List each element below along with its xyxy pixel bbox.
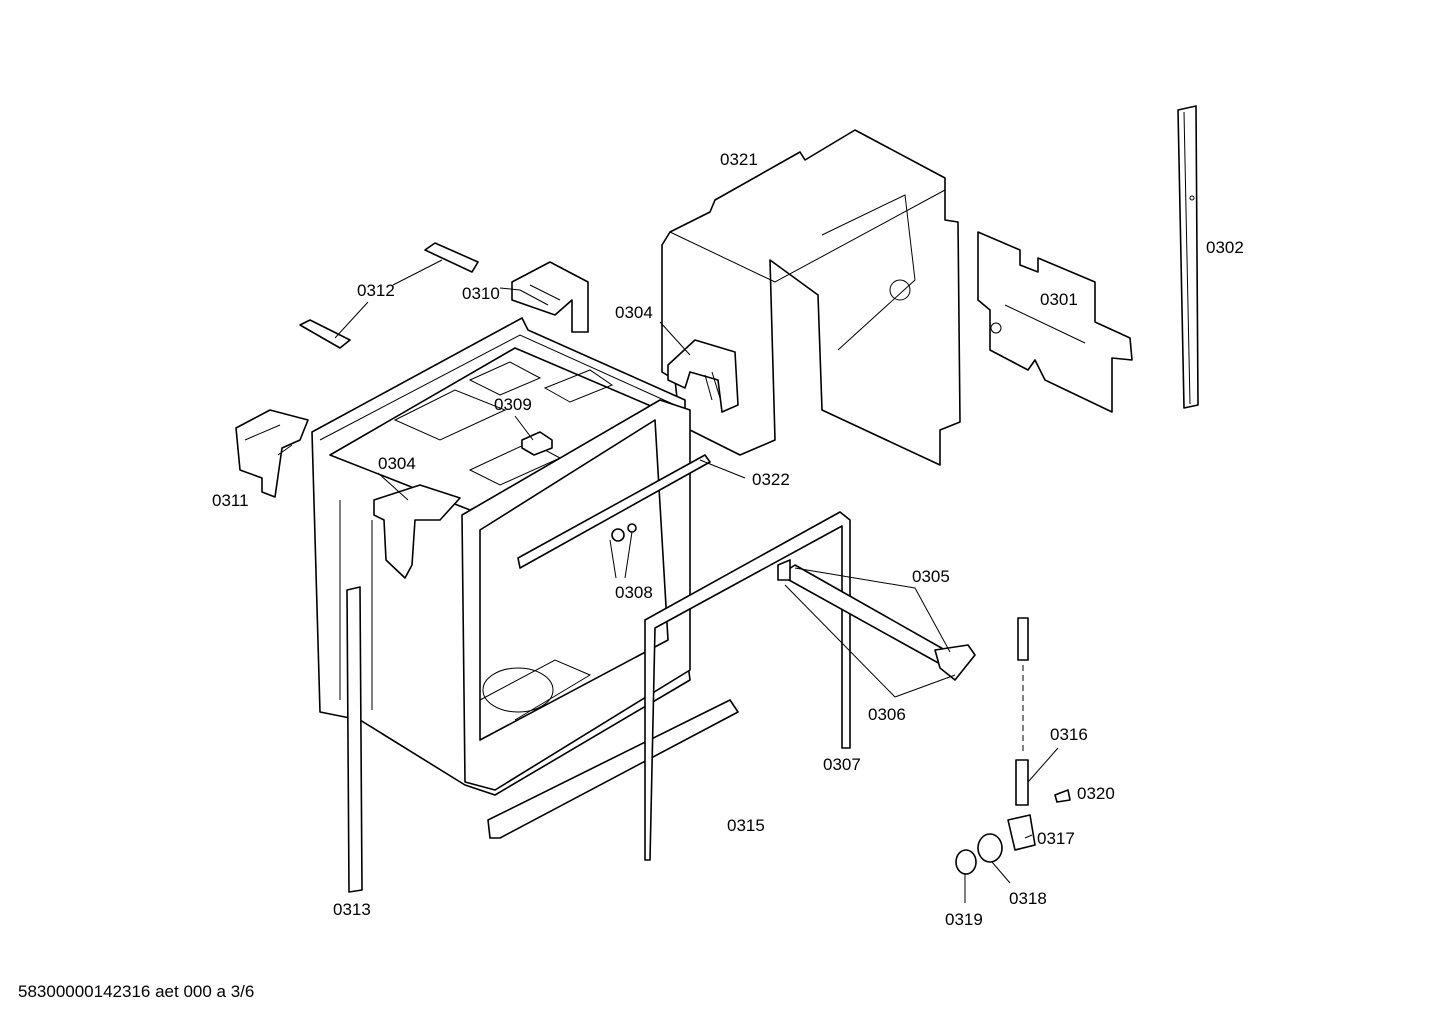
part-0319-cap <box>955 849 977 875</box>
part-0301-shield-plate <box>977 231 1133 413</box>
part-0317-elbow <box>1007 814 1036 851</box>
part-0321-insulation-panel <box>661 129 961 466</box>
label-0304-right: 0304 <box>615 303 653 322</box>
part-0309-clip <box>521 431 553 456</box>
label-0301: 0301 <box>1040 290 1078 309</box>
label-0312: 0312 <box>357 281 395 300</box>
part-0308-washers <box>611 523 637 542</box>
label-0308: 0308 <box>615 583 653 602</box>
label-0310: 0310 <box>462 284 500 303</box>
part-0313-strip <box>346 586 363 893</box>
part-tub <box>311 317 691 796</box>
part-0320-screw <box>1054 789 1071 803</box>
label-0320: 0320 <box>1077 784 1115 803</box>
label-0317: 0317 <box>1037 829 1075 848</box>
part-0312-plates <box>299 242 479 349</box>
label-0321: 0321 <box>720 150 758 169</box>
label-0316: 0316 <box>1050 725 1088 744</box>
part-0318-nut <box>977 833 1003 863</box>
part-0311-bracket <box>235 409 309 498</box>
label-0318: 0318 <box>1009 889 1047 908</box>
part-0322-rail <box>517 454 711 569</box>
document-code: 58300000142316 aet 000 a 3/6 <box>18 982 255 1001</box>
part-0305-hinge-bar <box>777 559 976 681</box>
label-0304-left: 0304 <box>378 454 416 473</box>
part-0302-side-rail <box>1177 105 1199 409</box>
leader-lines <box>334 259 1059 903</box>
label-0309: 0309 <box>494 395 532 414</box>
label-0313: 0313 <box>333 900 371 919</box>
label-0302: 0302 <box>1206 238 1244 257</box>
label-0311: 0311 <box>212 491 249 510</box>
label-0307: 0307 <box>823 755 861 774</box>
label-0306: 0306 <box>868 705 906 724</box>
label-0319: 0319 <box>945 910 983 929</box>
label-0315: 0315 <box>727 816 765 835</box>
part-0307-seal <box>644 511 851 861</box>
part-0304-clip-right <box>667 339 739 413</box>
label-0305: 0305 <box>912 567 950 586</box>
part-0310-bracket <box>511 261 589 333</box>
part-0315-base-strip <box>487 699 739 839</box>
part-0316-hose <box>1015 617 1029 806</box>
label-0322: 0322 <box>752 470 790 489</box>
part-0304-clip-left <box>373 484 461 579</box>
